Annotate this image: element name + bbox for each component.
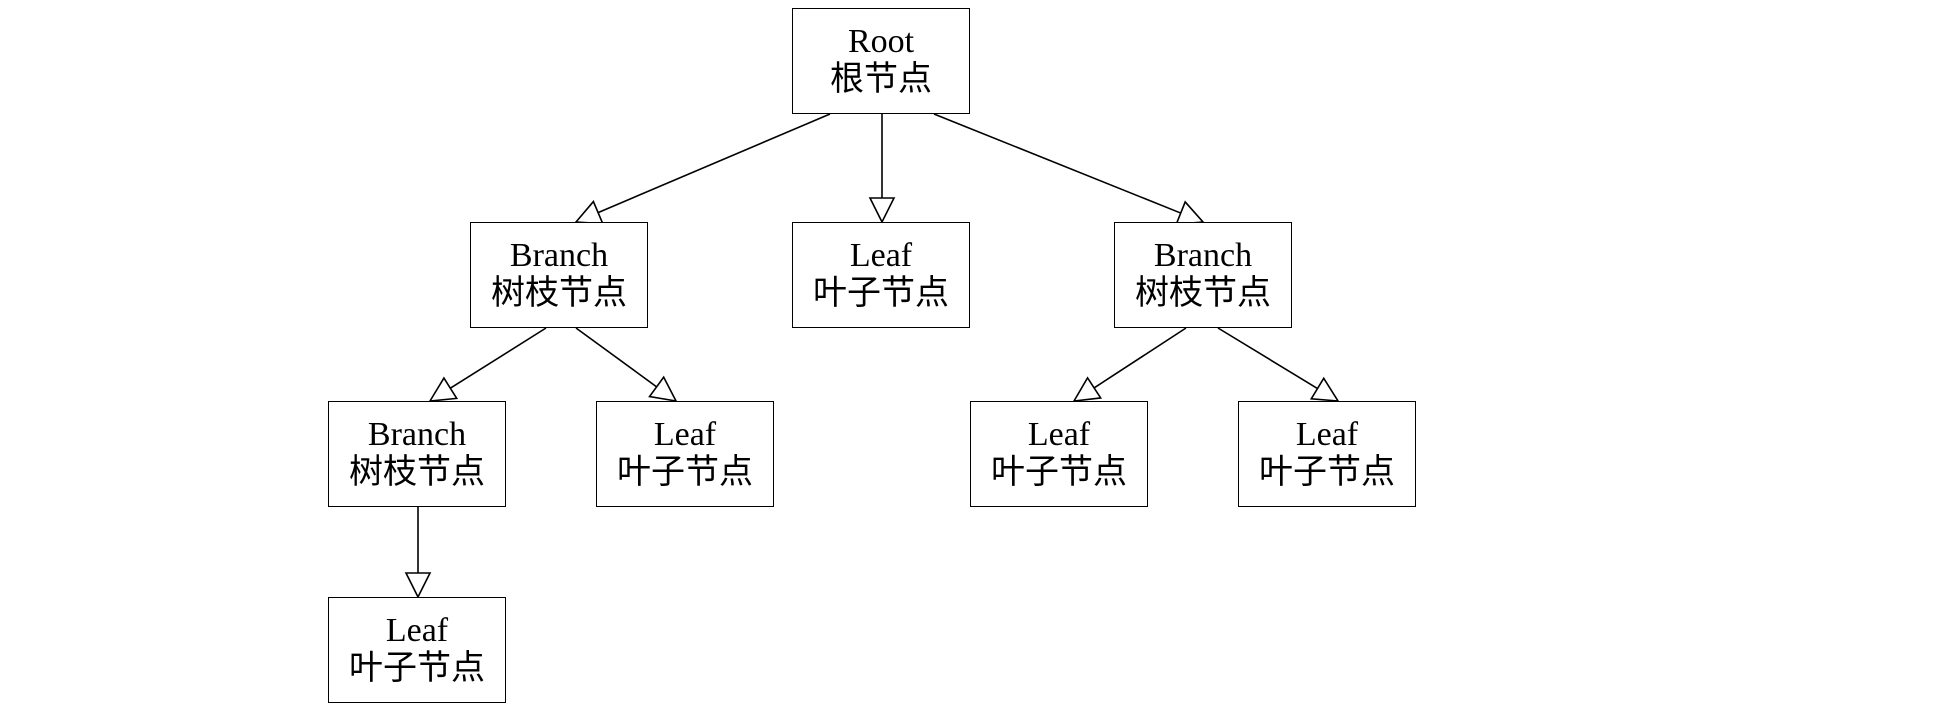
node-label-en: Branch — [509, 236, 609, 274]
edge-root-to-leaf_mid — [868, 114, 896, 224]
arrowhead-icon — [648, 375, 678, 403]
leaf-node: Leaf 叶子节点 — [792, 222, 970, 328]
arrowhead-icon — [868, 197, 896, 224]
edge-branch_ll-to-leaf_lll — [404, 507, 432, 599]
branch-node: Branch 树枝节点 — [470, 222, 648, 328]
leaf-node: Leaf 叶子节点 — [596, 401, 774, 507]
arrowhead-icon — [428, 376, 459, 402]
arrowhead-icon — [1175, 200, 1205, 226]
node-label-zh: 叶子节点 — [991, 454, 1127, 491]
node-label-en: Leaf — [1295, 415, 1359, 453]
node-label-zh: 树枝节点 — [349, 454, 485, 491]
leaf-node: Leaf 叶子节点 — [1238, 401, 1416, 507]
leaf-node: Leaf 叶子节点 — [970, 401, 1148, 507]
edge-line — [1217, 327, 1318, 390]
edge-branch_right-to-leaf_rr — [1217, 327, 1340, 402]
branch-node: Branch 树枝节点 — [1114, 222, 1292, 328]
edge-line — [575, 327, 658, 388]
node-label-zh: 树枝节点 — [491, 275, 627, 312]
edge-line — [597, 113, 831, 214]
arrowhead-icon — [1309, 376, 1340, 402]
edge-line — [449, 327, 547, 389]
node-label-en: Leaf — [1027, 415, 1091, 453]
node-label-zh: 叶子节点 — [813, 275, 949, 312]
root-node: Root 根节点 — [792, 8, 970, 114]
node-label-en: Leaf — [385, 611, 449, 649]
edge-branch_left-to-branch_ll — [428, 327, 547, 402]
node-label-zh: 叶子节点 — [617, 454, 753, 491]
node-label-zh: 叶子节点 — [1259, 454, 1395, 491]
edge-root-to-branch_left — [574, 113, 831, 225]
node-label-zh: 根节点 — [830, 61, 932, 98]
node-label-en: Branch — [367, 415, 467, 453]
arrowhead-icon — [574, 200, 605, 225]
node-label-en: Leaf — [849, 236, 913, 274]
edge-line — [933, 113, 1182, 214]
edge-root-to-branch_right — [933, 113, 1205, 226]
edge-branch_right-to-leaf_rl — [1072, 327, 1187, 402]
edge-branch_left-to-leaf_lr — [575, 327, 678, 403]
branch-node: Branch 树枝节点 — [328, 401, 506, 507]
node-label-zh: 树枝节点 — [1135, 275, 1271, 312]
arrowhead-icon — [1072, 376, 1103, 402]
node-label-en: Leaf — [653, 415, 717, 453]
edge-line — [1093, 327, 1187, 389]
leaf-node: Leaf 叶子节点 — [328, 597, 506, 703]
arrowhead-icon — [404, 572, 432, 599]
node-label-en: Branch — [1153, 236, 1253, 274]
node-label-zh: 叶子节点 — [349, 650, 485, 687]
node-label-en: Root — [847, 22, 915, 60]
